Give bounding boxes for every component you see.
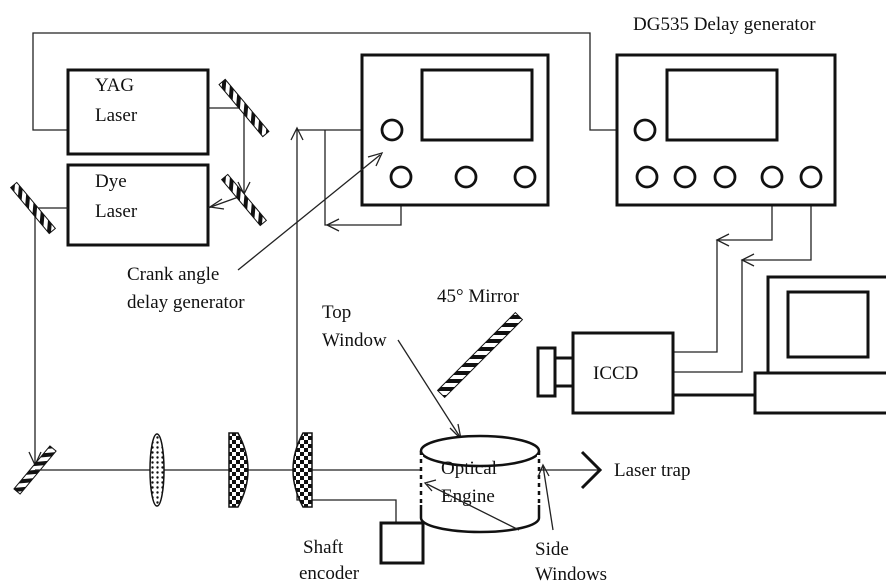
engine-label-1: Optical xyxy=(441,458,497,479)
dye-laser-label-2: Laser xyxy=(95,201,138,222)
shaft-encoder-label-2: encoder xyxy=(299,563,360,581)
trigger-arrowhead xyxy=(740,253,755,267)
iccd-lens-cap xyxy=(536,346,557,398)
iccd-camera-box xyxy=(571,331,675,415)
shaft-encoder-arrowhead xyxy=(290,126,304,141)
engine-label-2: Engine xyxy=(441,486,495,507)
dg535-screen xyxy=(665,68,779,142)
side-window-pointer-left xyxy=(426,483,520,531)
beam-arrowhead-left xyxy=(208,198,225,210)
dg535-knob-1 xyxy=(635,165,659,189)
shaft-encoder-label-1: Shaft xyxy=(303,537,344,558)
mirror-2 xyxy=(220,173,268,227)
dg535-input-knob xyxy=(633,118,657,142)
signal-wiring xyxy=(32,32,812,523)
dg535-knob-3 xyxy=(713,165,737,189)
optical-engine-body xyxy=(419,451,541,534)
top-window-pointer xyxy=(397,339,461,438)
dye-output-beam xyxy=(34,207,68,465)
computer-base xyxy=(753,371,886,415)
dg535-knob-4 xyxy=(760,165,784,189)
crank-input-knob xyxy=(380,118,404,142)
crank-generator-screen xyxy=(420,68,534,142)
crank-pointer-line xyxy=(237,154,381,271)
shaft-encoder-box xyxy=(379,521,425,565)
mirror45-label: 45° Mirror xyxy=(437,286,520,307)
lens-1 xyxy=(149,433,165,507)
optical-engine-top xyxy=(419,434,541,468)
top-window-label-2: Window xyxy=(322,330,387,351)
crank-output-knob xyxy=(389,165,413,189)
side-windows-label-1: Side xyxy=(535,539,569,560)
iccd-lens-front xyxy=(553,356,575,388)
iccd-label: ICCD xyxy=(593,363,638,384)
lens-2 xyxy=(228,432,249,508)
mirror-1 xyxy=(218,78,270,138)
yag-trigger-wire xyxy=(32,32,632,131)
crank-output-wire xyxy=(324,130,402,226)
side-window-pointer-right xyxy=(542,465,554,531)
laser-trap-label: Laser trap xyxy=(614,460,690,481)
yag-to-dye-beam xyxy=(207,107,245,209)
crank-knob-4 xyxy=(513,165,537,189)
top-window-label-1: Top xyxy=(322,302,351,323)
side-window-arrowhead-left xyxy=(423,479,437,492)
crank-pointer-arrowhead xyxy=(367,151,384,167)
mirror-45-degree xyxy=(436,311,524,399)
yag-laser-label-1: YAG xyxy=(95,75,134,96)
lens-3 xyxy=(292,432,313,508)
side-windows-label-2: Windows xyxy=(535,564,607,581)
side-window-arrowhead-right xyxy=(537,463,550,478)
dg535-knob-5 xyxy=(799,165,823,189)
gate-arrowhead xyxy=(715,233,730,247)
crank-label-1: Crank angle xyxy=(127,264,219,285)
laser-trap-arrow xyxy=(580,450,603,490)
crank-label-2: delay generator xyxy=(127,292,245,313)
mirror-3 xyxy=(9,181,57,235)
dg535-gate-wire xyxy=(673,190,773,353)
dg535-knob-2 xyxy=(673,165,697,189)
dye-laser-label-1: Dye xyxy=(95,171,127,192)
crank-output-arrowhead xyxy=(325,218,340,232)
laser-beam-path xyxy=(28,107,251,467)
crank-knob-3 xyxy=(454,165,478,189)
yag-laser-label-2: Laser xyxy=(95,105,138,126)
computer-screen xyxy=(786,290,870,359)
dg535-label: DG535 Delay generator xyxy=(633,14,816,35)
dye-laser-box xyxy=(66,163,210,247)
yag-laser-box xyxy=(66,68,210,156)
